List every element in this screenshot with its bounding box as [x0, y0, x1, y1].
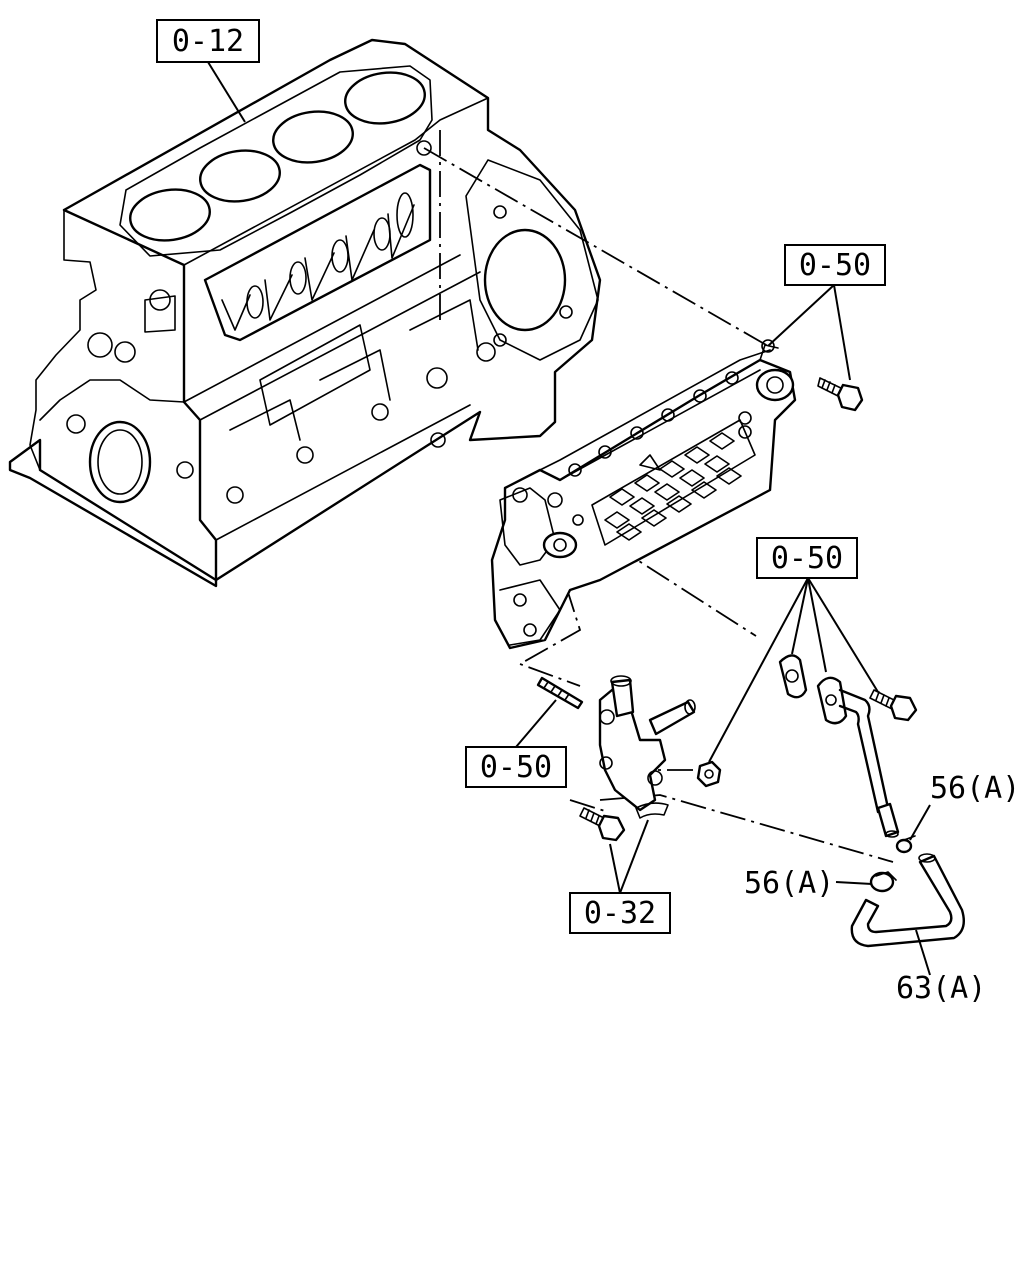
- water-pipe-drawing: [816, 676, 900, 838]
- leader-lines: [207, 61, 931, 976]
- callout-0-12-label: 0-12: [172, 24, 244, 59]
- callout-0-50-stud: 0-50: [465, 746, 567, 788]
- callout-0-50-group-label: 0-50: [771, 541, 843, 576]
- nut-drawing: [696, 760, 722, 788]
- callout-0-50-bolt-label: 0-50: [799, 248, 871, 283]
- stud-drawing: [536, 676, 584, 710]
- callout-0-50-bolt: 0-50: [784, 244, 886, 286]
- gasket-drawing: [778, 654, 808, 699]
- callout-0-50-stud-label: 0-50: [480, 750, 552, 785]
- clip-upper-label: 56(A): [930, 771, 1020, 806]
- clip-drawing-lower: [869, 871, 897, 893]
- callout-0-32-label: 0-32: [584, 896, 656, 931]
- water-outlet-drawing: [598, 675, 696, 819]
- cylinder-block-drawing: [8, 38, 602, 588]
- cooler-bolt-drawing: [817, 377, 864, 412]
- callout-0-50-group: 0-50: [756, 537, 858, 579]
- callout-0-32: 0-32: [569, 892, 671, 934]
- hose-label: 63(A): [896, 971, 986, 1006]
- pipe-bolt-drawing: [869, 689, 918, 722]
- clip-drawing-upper: [895, 835, 916, 854]
- hose-drawing: [850, 853, 965, 948]
- clip-lower-label: 56(A): [744, 866, 834, 901]
- oil-cooler-drawing: [490, 339, 797, 650]
- outlet-bolt-drawing: [579, 807, 626, 842]
- callout-0-12: 0-12: [156, 19, 260, 63]
